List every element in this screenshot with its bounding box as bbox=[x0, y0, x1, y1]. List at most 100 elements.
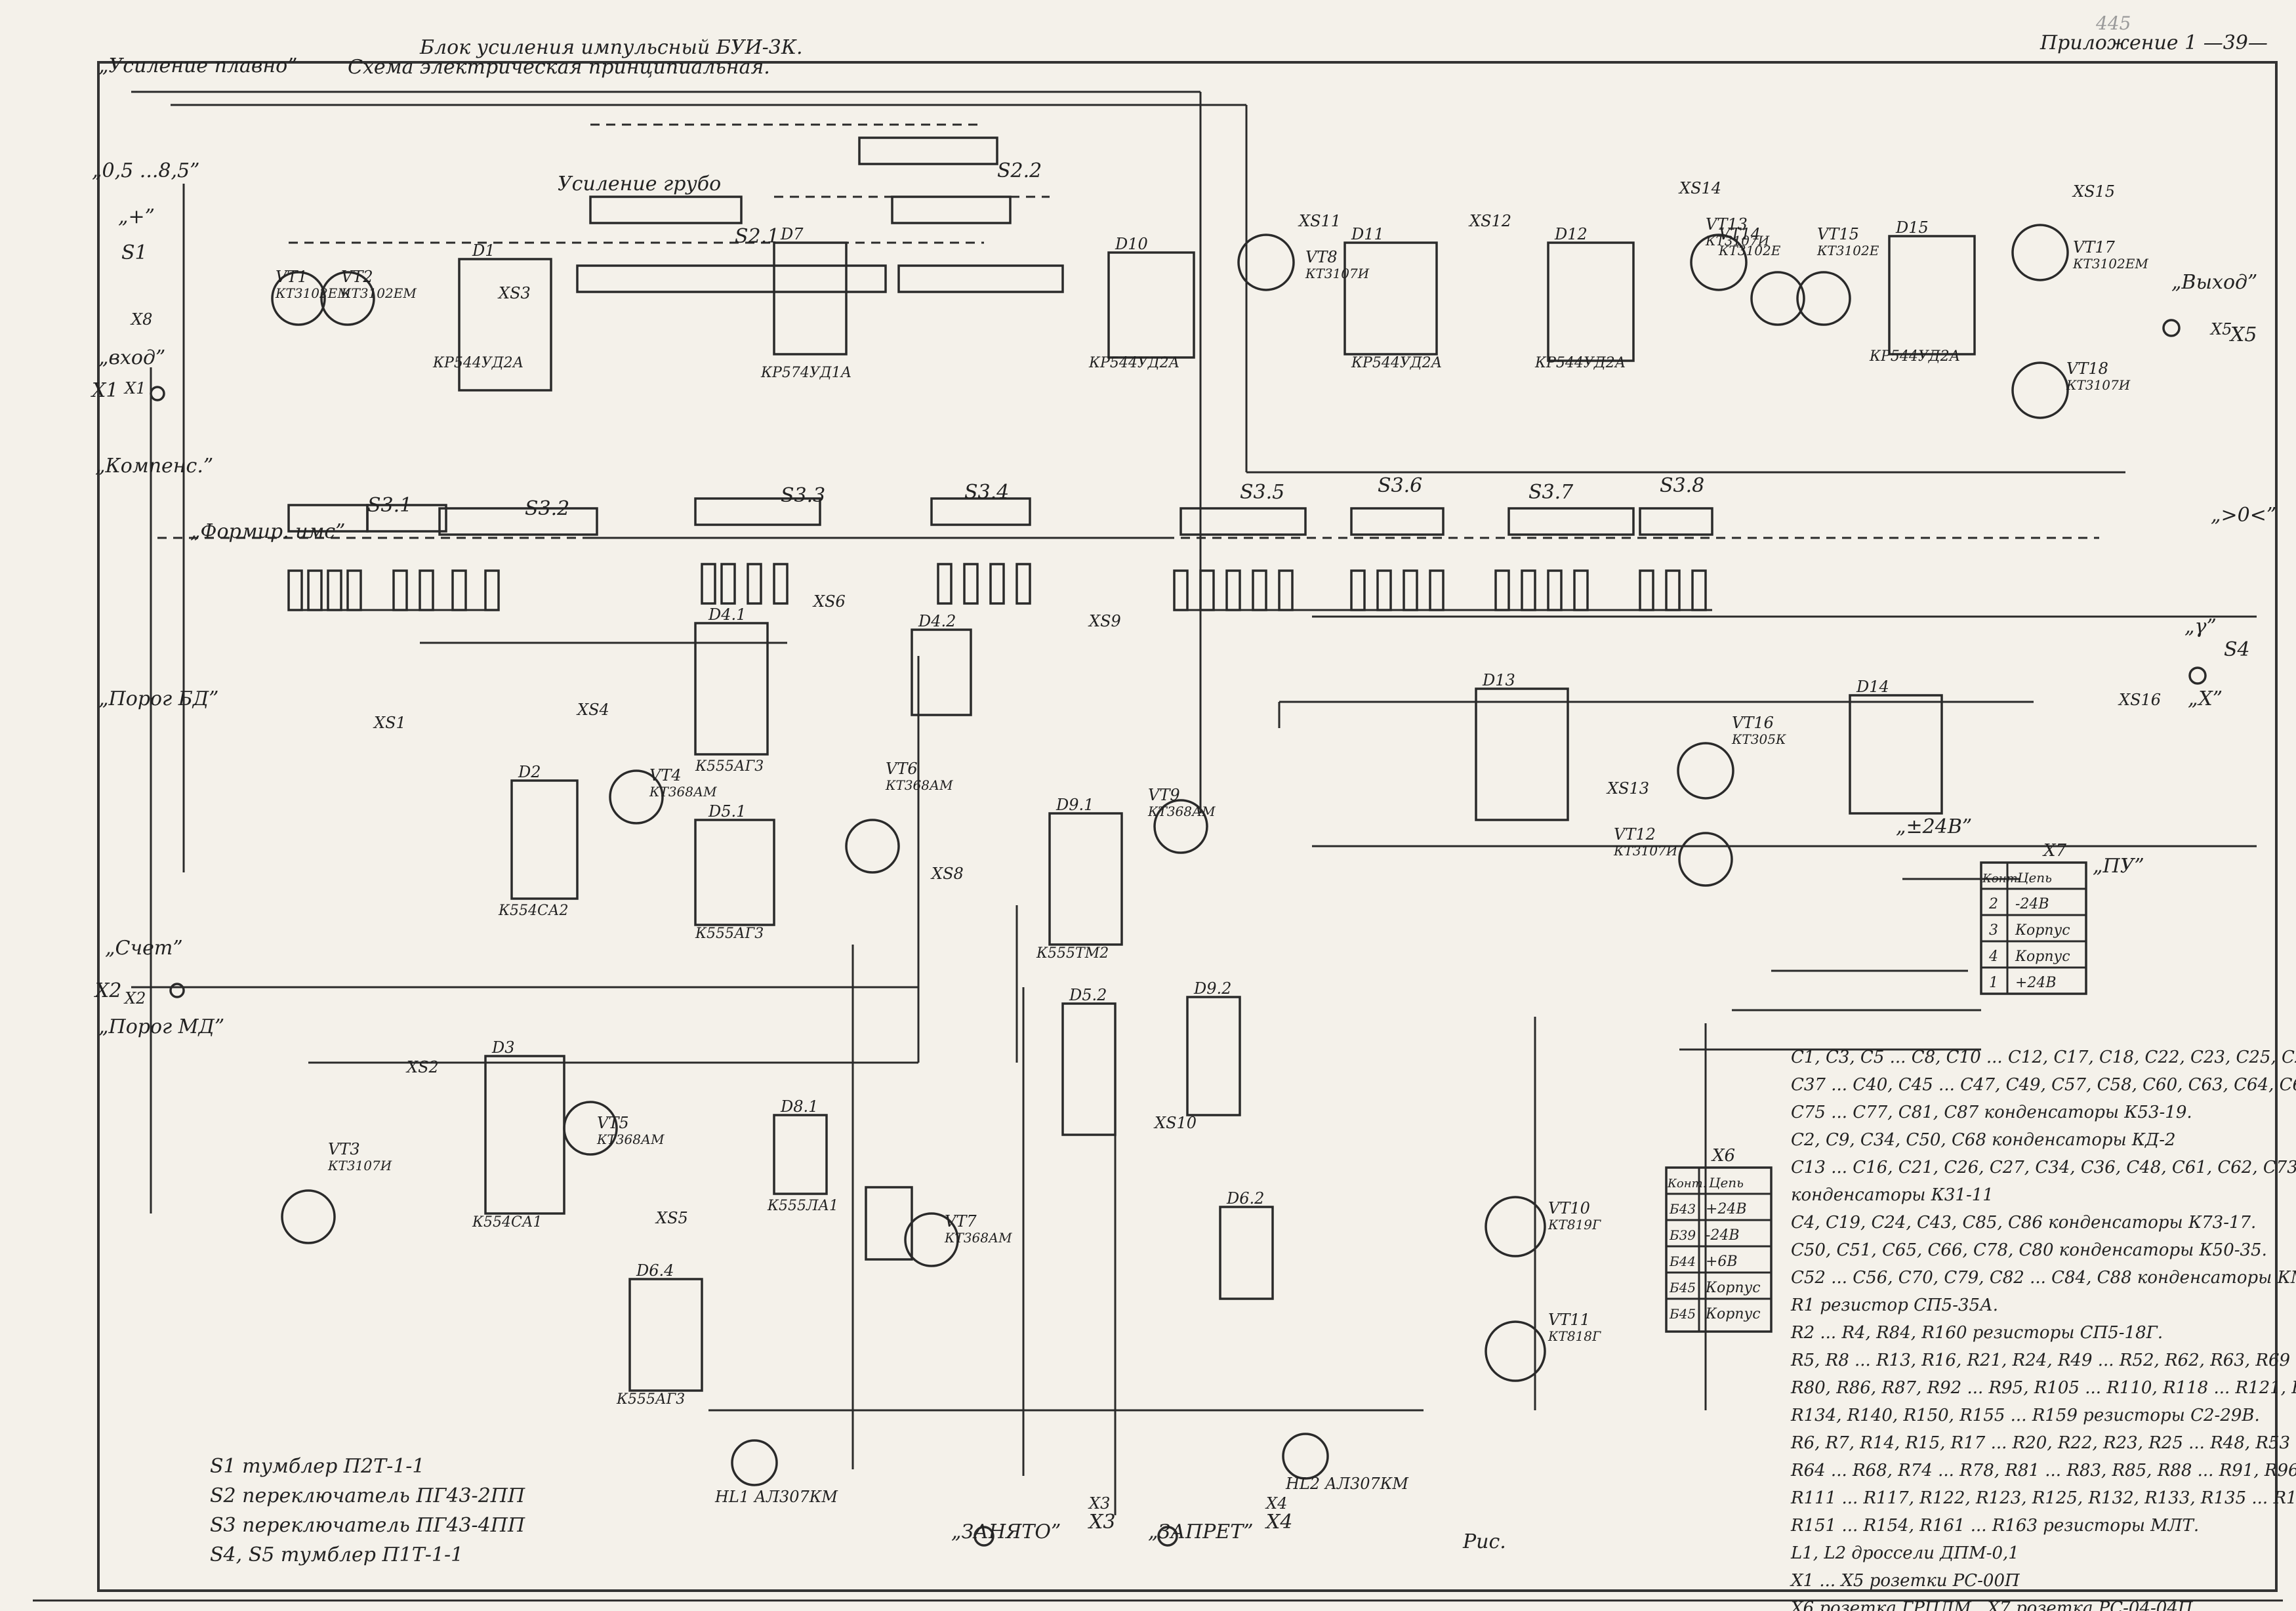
chip-type-1: КР574УД1А bbox=[760, 365, 851, 381]
transistor-type-9: КТ819Г bbox=[1548, 1217, 1601, 1233]
x7-header-1: Цепь bbox=[2017, 870, 2052, 886]
connector-5: XS6 bbox=[812, 592, 846, 611]
label-s3-7: S3.7 bbox=[1528, 481, 1574, 504]
transistor-symbols bbox=[271, 224, 2069, 1486]
note-line-12: R80, R86, R87, R92 ... R95, R105 ... R11… bbox=[1790, 1378, 2296, 1398]
legend-line-4: S4, S5 тумблер П1Т-1-1 bbox=[210, 1543, 463, 1566]
connector-0: XS1 bbox=[373, 714, 406, 732]
label-smooth-range: „0,5 ...8,5” bbox=[92, 159, 199, 182]
note-line-17: R151 ... R154, R161 ... R163 резисторы М… bbox=[1790, 1516, 2199, 1536]
x7-row-2-contact: 4 bbox=[1988, 948, 1998, 965]
transistor-type-10: КТ818Г bbox=[1548, 1328, 1601, 1344]
transistor-name-4: VT5 bbox=[597, 1114, 629, 1132]
transistor-type-6: КТ368АМ bbox=[944, 1230, 1012, 1246]
chip-name-2: D10 bbox=[1115, 235, 1148, 253]
note-line-7: C50, C51, C65, C66, C78, C80 конденсатор… bbox=[1791, 1240, 2267, 1260]
x6-row-3-circuit: Корпус bbox=[1705, 1280, 1761, 1296]
transistor-name-10: VT11 bbox=[1548, 1311, 1590, 1329]
label-s3-5: S3.5 bbox=[1240, 481, 1284, 504]
transistor-name-6: VT7 bbox=[945, 1212, 977, 1231]
note-line-4: C13 ... C16, C21, C26, C27, C34, C36, C4… bbox=[1791, 1158, 2296, 1177]
transistor-name-12: VT13 bbox=[1706, 215, 1748, 234]
note-line-14: R6, R7, R14, R15, R17 ... R20, R22, R23,… bbox=[1790, 1433, 2296, 1453]
label-gamma: „γ” bbox=[2184, 615, 2217, 638]
x6-header-1: Цепь bbox=[1708, 1175, 1744, 1191]
x6-row-1-contact: Б39 bbox=[1669, 1227, 1696, 1243]
label-s3-8: S3.8 bbox=[1660, 474, 1704, 497]
notes-block: C1, C3, C5 ... C8, C10 ... C12, C17, C18… bbox=[1790, 1048, 2296, 1611]
x7-row-3-contact: 1 bbox=[1989, 975, 1998, 991]
sheet-frame bbox=[97, 61, 2278, 1592]
appendix-label: Приложение 1 —39— bbox=[2040, 31, 2268, 54]
chip-type-8: К554СА2 bbox=[498, 903, 569, 919]
transistor-type-4: КТ368АМ bbox=[596, 1132, 665, 1147]
x6-row-2-circuit: +6В bbox=[1706, 1254, 1738, 1270]
chip-type-12: К555АГ3 bbox=[695, 926, 764, 942]
switch-contact-rows bbox=[287, 136, 1713, 536]
note-line-1: C37 ... C40, C45 ... C47, C49, C57, C58,… bbox=[1791, 1075, 2296, 1095]
x6-row-3-contact: Б45 bbox=[1669, 1280, 1696, 1295]
note-line-3: C2, C9, C34, C50, C68 конденсаторы КД-2 bbox=[1791, 1130, 2176, 1150]
chip-name-13: D5.2 bbox=[1069, 986, 1107, 1004]
label-s1: S1 bbox=[121, 241, 148, 264]
note-line-5: конденсаторы К31-11 bbox=[1791, 1185, 1994, 1205]
connector-2: XS3 bbox=[497, 284, 531, 302]
chip-type-10: К555АГ3 bbox=[695, 758, 764, 775]
note-line-11: R5, R8 ... R13, R16, R21, R24, R49 ... R… bbox=[1790, 1351, 2296, 1370]
chip-type-16: К555ЛА1 bbox=[767, 1198, 838, 1214]
label-s3-2: S3.2 bbox=[525, 497, 569, 520]
switch-link-lines bbox=[157, 123, 2099, 539]
label-x2: X2 bbox=[94, 979, 121, 1002]
transistor-name-2: VT3 bbox=[328, 1140, 360, 1158]
chip-name-1: D7 bbox=[780, 225, 804, 243]
note-line-16: R111 ... R117, R122, R123, R125, R132, R… bbox=[1790, 1488, 2296, 1508]
note-line-9: R1 резистор СП5-35А. bbox=[1790, 1295, 1998, 1315]
note-line-6: C4, C19, C24, C43, C85, C86 конденсаторы… bbox=[1791, 1213, 2256, 1233]
label-pu: „ПУ” bbox=[2093, 855, 2144, 878]
transistor-type-1: КТ3102ЕМ bbox=[340, 285, 417, 301]
legend-line-2: S2 переключатель ПГ43-2ПП bbox=[210, 1484, 525, 1507]
transistor-name-9: VT10 bbox=[1548, 1199, 1590, 1217]
chip-type-2: КР544УД2А bbox=[1088, 355, 1179, 371]
resistor-banks bbox=[287, 563, 1712, 611]
legend-line-3: S3 переключатель ПГ43-4ПП bbox=[210, 1514, 525, 1537]
x6-row-1-circuit: -24В bbox=[1706, 1227, 1740, 1244]
label-fig: Рис. bbox=[1462, 1530, 1506, 1553]
chip-type-17: К555ТМ2 bbox=[1036, 945, 1109, 962]
transistor-name-8: VT9 bbox=[1148, 786, 1180, 804]
title-line-1: Блок усиления импульсный БУИ-3К. bbox=[419, 36, 803, 59]
connector-13: XS15 bbox=[2072, 182, 2115, 201]
transistor-name-1: VT2 bbox=[341, 268, 373, 286]
transistor-type-2: КТ3107И bbox=[327, 1158, 392, 1173]
transistor-type-0: КТ3102ЕМ bbox=[275, 285, 351, 301]
x6-title: X6 bbox=[1711, 1146, 1735, 1166]
label-hl2: HL2 АЛ307КМ bbox=[1285, 1475, 1409, 1493]
label-s3-6: S3.6 bbox=[1378, 474, 1422, 497]
chip-type-9: К554СА1 bbox=[472, 1214, 543, 1231]
connector-14: XS16 bbox=[2118, 691, 2161, 709]
transistor-name-17: VT18 bbox=[2066, 359, 2108, 378]
chip-type-4: КР544УД2А bbox=[1534, 355, 1626, 371]
chip-name-10: D4.1 bbox=[708, 605, 746, 624]
transistor-type-16: КТ3102ЕМ bbox=[2072, 256, 2148, 272]
chip-name-4: D12 bbox=[1554, 225, 1588, 243]
label-compens: „Компенс.” bbox=[95, 455, 213, 478]
transistor-type-17: КТ3107И bbox=[2066, 377, 2131, 393]
label-s2-2: S2.2 bbox=[997, 159, 1042, 182]
label-count: „Счет” bbox=[105, 937, 183, 960]
transistor-name-5: VT6 bbox=[886, 760, 918, 778]
opamp-bodies bbox=[458, 235, 1976, 1392]
label-gain-coarse: Усиление грубо bbox=[558, 173, 721, 195]
label-x5: X5 bbox=[2229, 323, 2257, 346]
x6-row-4-contact: Б45 bbox=[1669, 1306, 1696, 1322]
transistor-type-15: КТ305К bbox=[1731, 731, 1786, 747]
x7-row-2-circuit: Корпус bbox=[2015, 948, 2070, 965]
chip-name-0: D1 bbox=[472, 241, 495, 260]
connector-18: X4 bbox=[1265, 1494, 1287, 1513]
label-threshold-md: „Порог МД” bbox=[98, 1015, 224, 1038]
legend-line-1: S1 тумблер П2Т-1-1 bbox=[210, 1455, 425, 1478]
label-s4: S4 bbox=[2224, 638, 2250, 661]
corner-note: 445 bbox=[2095, 12, 2131, 34]
chip-name-18: D9.2 bbox=[1193, 979, 1231, 998]
label-plus: „+” bbox=[118, 205, 155, 228]
